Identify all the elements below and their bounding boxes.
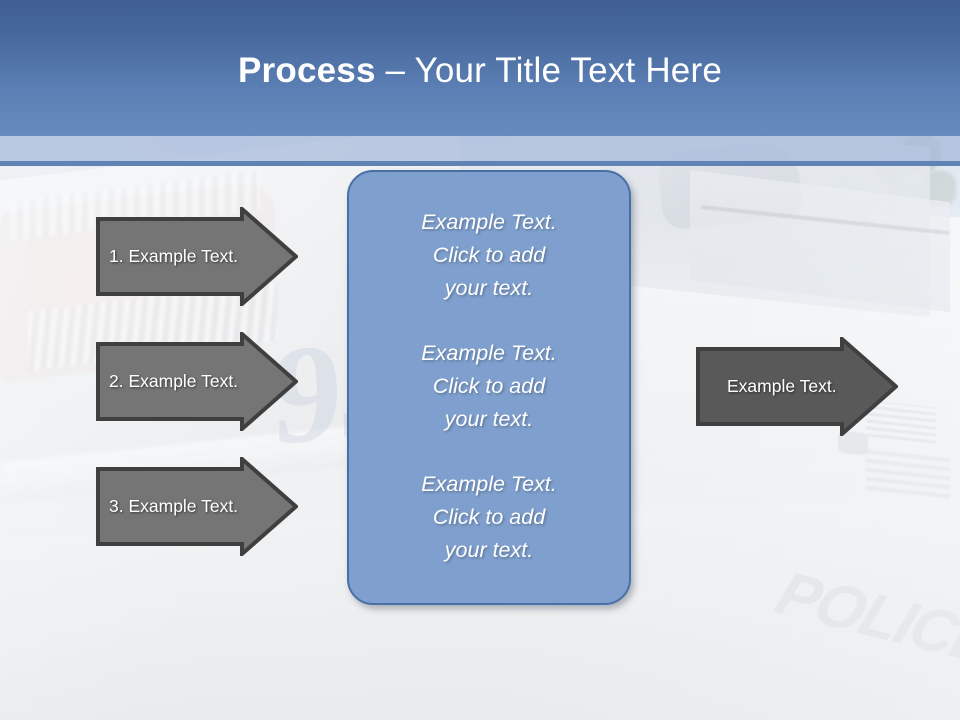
result-arrow-label: Example Text.: [727, 376, 837, 396]
process-arrow-1-label: 1. Example Text.: [109, 246, 239, 266]
process-arrow-3-label: 3. Example Text.: [109, 496, 239, 516]
header-accent-band: [0, 136, 960, 163]
arrow-right-icon: [96, 207, 298, 306]
arrow-right-icon: [696, 337, 898, 436]
center-content-panel[interactable]: Example Text. Click to add your text. Ex…: [347, 170, 631, 605]
arrow-right-icon: [96, 332, 298, 431]
process-arrow-2-label: 2. Example Text.: [109, 371, 239, 391]
page-title-lead: Process: [238, 51, 376, 90]
process-arrow-2[interactable]: 2. Example Text.: [96, 332, 298, 431]
center-panel-block-3: Example Text. Click to add your text.: [421, 472, 557, 562]
header-accent-rule: [0, 161, 960, 166]
process-arrow-3[interactable]: 3. Example Text.: [96, 457, 298, 556]
page-title-rest: – Your Title Text Here: [375, 51, 722, 90]
process-arrow-1[interactable]: 1. Example Text.: [96, 207, 298, 306]
center-panel-block-2: Example Text. Click to add your text.: [421, 341, 557, 431]
result-arrow[interactable]: Example Text.: [696, 337, 898, 436]
arrow-right-icon: [96, 457, 298, 556]
center-panel-block-1: Example Text. Click to add your text.: [421, 210, 557, 300]
slide-header: Process – Your Title Text Here: [0, 0, 960, 136]
page-title: Process – Your Title Text Here: [0, 50, 960, 92]
